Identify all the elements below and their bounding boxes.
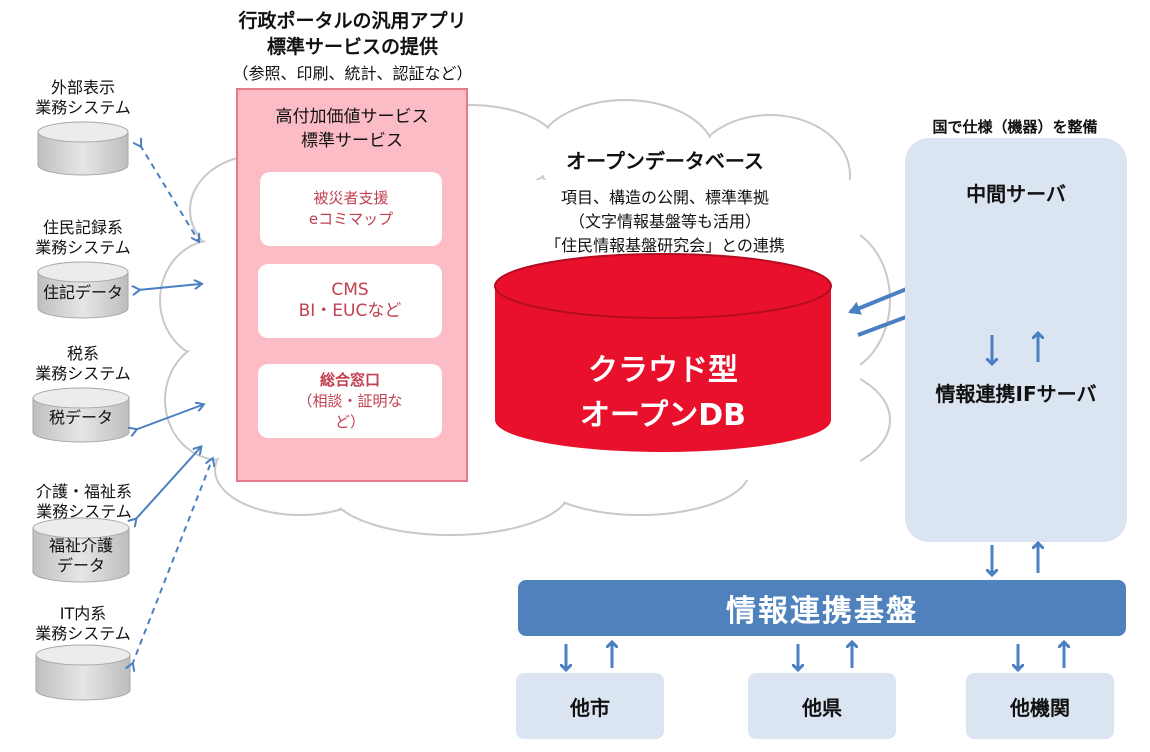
system-label-juki-1: 住民記録系 xyxy=(42,218,123,237)
juki-data-label: 住記データ xyxy=(42,283,123,302)
card-line: （相談・証明な xyxy=(297,391,403,410)
panel-header-line2: 標準サービス xyxy=(301,131,403,151)
tax-data-label: 税データ xyxy=(48,408,113,427)
db-label-line1: クラウド型 xyxy=(588,353,738,388)
cylinder-juki xyxy=(37,261,129,319)
platform-bar: 情報連携基盤 xyxy=(518,580,1126,636)
destination-other-prefecture[interactable]: 他県 xyxy=(748,673,896,739)
destination-other-agency[interactable]: 他機関 xyxy=(966,673,1114,739)
system-cylinders xyxy=(32,121,131,701)
system-label-juki-2: 業務システム xyxy=(35,238,131,257)
server-area-box xyxy=(905,138,1127,542)
opendata-title: オープンデータベース xyxy=(566,149,764,173)
panel-header-line1: 高付加価値サービス xyxy=(275,107,429,127)
card-line: 総合窓口 xyxy=(319,370,380,389)
card-line: BI・EUCなど xyxy=(298,301,402,321)
system-label-welfare-1: 介護・福祉系 xyxy=(35,482,132,501)
system-label-it-2: 業務システム xyxy=(35,624,131,643)
card-line: CMS xyxy=(331,280,369,300)
service-card-disaster[interactable]: 被災者支援 eコミマップ xyxy=(260,172,442,246)
portal-title-line1: 行政ポータルの汎用アプリ xyxy=(238,10,467,32)
system-label-it-1: IT内系 xyxy=(59,604,107,623)
system-label-external-2: 業務システム xyxy=(35,98,131,117)
cylinder-external xyxy=(37,121,129,176)
server-area-header: 国で仕様（機器）を整備 xyxy=(932,118,1098,136)
db-label-line2: オープンDB xyxy=(580,398,746,433)
cloud-database-cylinder xyxy=(494,253,832,452)
card-line: ど） xyxy=(334,412,365,431)
opendata-desc-line1: 項目、構造の公開、標準準拠 xyxy=(560,188,769,207)
destination-other-city[interactable]: 他市 xyxy=(516,673,664,739)
opendata-desc-line2: （文字情報基盤等も活用） xyxy=(568,212,761,231)
portal-title-line3: （参照、印刷、統計、認証など） xyxy=(232,64,473,83)
system-label-tax-1: 税系 xyxy=(66,344,99,363)
welfare-data-label: 福祉介護 データ xyxy=(48,536,113,575)
system-label-welfare-2: 業務システム xyxy=(36,502,132,521)
left-arrows xyxy=(132,145,212,665)
service-card-cms[interactable]: CMS BI・EUCなど xyxy=(258,264,442,338)
if-server-label: 情報連携IFサーバ xyxy=(935,382,1097,406)
opendata-desc-line3: 「住民情報基盤研究会」との連携 xyxy=(545,236,785,255)
cylinder-it xyxy=(35,644,131,701)
portal-title-line2: 標準サービスの提供 xyxy=(266,36,438,58)
system-label-external-1: 外部表示 xyxy=(50,78,115,97)
cylinder-welfare xyxy=(32,517,130,583)
middle-server-label: 中間サーバ xyxy=(966,182,1066,206)
cylinder-tax xyxy=(32,387,130,443)
card-line: eコミマップ xyxy=(308,210,394,228)
card-line: 被災者支援 xyxy=(313,189,389,207)
service-card-counter[interactable]: 総合窓口 （相談・証明な ど） xyxy=(258,364,442,438)
system-label-tax-2: 業務システム xyxy=(35,364,131,383)
